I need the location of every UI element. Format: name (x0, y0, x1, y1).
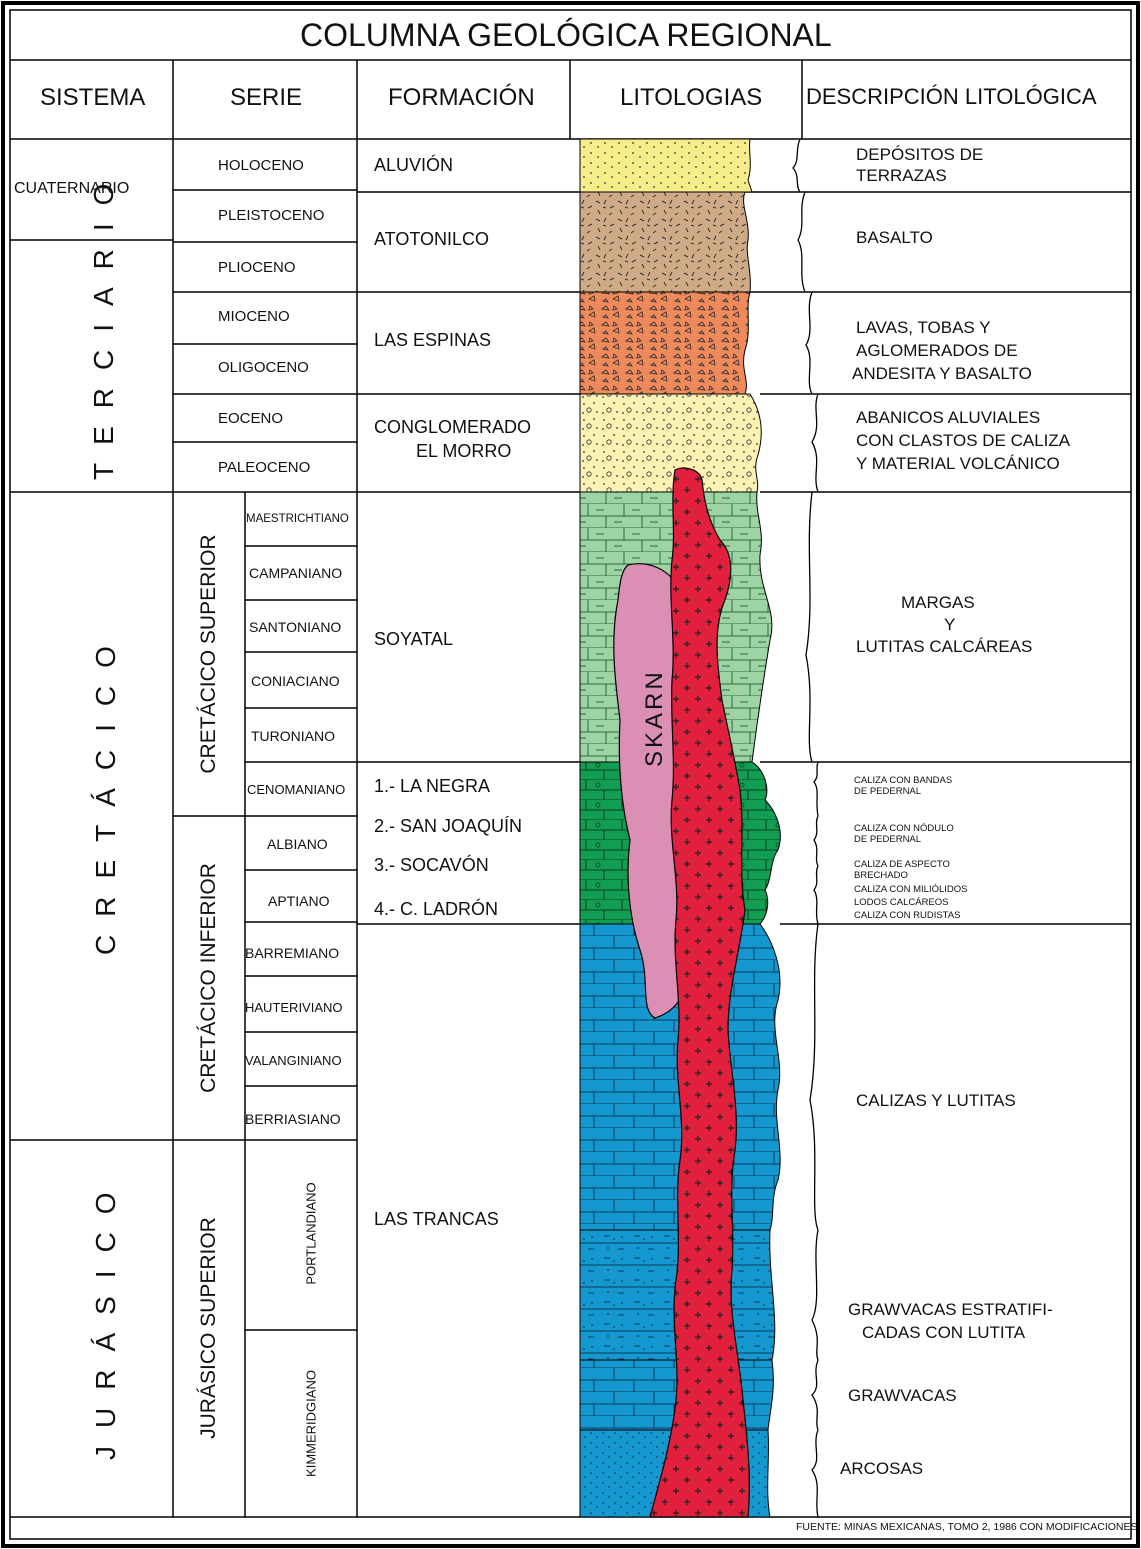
desc-lodos: LODOS CALCÁREOS (854, 897, 949, 908)
desc-lavas-3: ANDESITA Y BASALTO (852, 364, 1032, 384)
desc-depositos-2: TERRAZAS (856, 166, 947, 186)
desc-calizas-lutitas: CALIZAS Y LUTITAS (856, 1091, 1016, 1111)
header-serie: SERIE (230, 84, 302, 112)
stage-maestrichtiano: MAESTRICHTIANO (246, 513, 349, 525)
header-formacion: FORMACIÓN (388, 84, 535, 112)
series-holoceno: HOLOCENO (218, 157, 304, 174)
stage-santoniano: SANTONIANO (249, 619, 341, 635)
stage-barremiano: BARREMIANO (245, 945, 339, 961)
stage-berriasiano: BERRIASIANO (245, 1111, 341, 1127)
formation-san-joaquin: 2.- SAN JOAQUÍN (374, 816, 522, 837)
header-sistema: SISTEMA (40, 84, 145, 112)
desc-lavas-1: LAVAS, TOBAS Y (856, 318, 991, 338)
desc-rudistas: CALIZA CON RUDISTAS (854, 910, 960, 921)
series-pleistoceno: PLEISTOCENO (218, 207, 324, 224)
series-cretacico-superior: CRETÁCICO SUPERIOR (197, 534, 221, 774)
series-cretacico-inferior: CRETÁCICO INFERIOR (197, 858, 221, 1098)
stage-turoniano: TURONIANO (251, 728, 335, 744)
system-cretacico: CRETÁCICO (90, 675, 122, 955)
stage-kimmeridgiano: KIMMERIDGIANO (304, 1359, 319, 1489)
desc-miliolidos: CALIZA CON MILIÓLIDOS (854, 884, 968, 895)
header-litologias: LITOLOGIAS (620, 84, 762, 112)
formation-c-ladron: 4.- C. LADRÓN (374, 899, 498, 920)
lithology-column (580, 139, 780, 1517)
desc-abanicos-3: Y MATERIAL VOLCÁNICO (856, 454, 1060, 474)
stage-hauteriviano: HAUTERIVIANO (245, 1000, 343, 1015)
desc-abanicos-1: ABANICOS ALUVIALES (856, 408, 1040, 428)
series-mioceno: MIOCENO (218, 308, 290, 325)
desc-bandas-2: DE PEDERNAL (854, 786, 921, 797)
layer-conglomerado (580, 394, 761, 492)
desc-brechado-1: CALIZA DE ASPECTO (854, 859, 950, 870)
series-plioceno: PLIOCENO (218, 259, 296, 276)
page-title: COLUMNA GEOLÓGICA REGIONAL (300, 17, 832, 54)
formation-las-espinas: LAS ESPINAS (374, 330, 491, 351)
formation-socavon: 3.- SOCAVÓN (374, 855, 489, 876)
stage-albiano: ALBIANO (267, 836, 328, 852)
grid-lines (10, 60, 1131, 1517)
desc-abanicos-2: CON CLASTOS DE CALIZA (856, 431, 1070, 451)
formation-aluvion: ALUVIÓN (374, 155, 453, 176)
desc-margas-3: LUTITAS CALCÁREAS (856, 637, 1032, 657)
layer-aluvion (580, 139, 752, 192)
series-eoceno: EOCENO (218, 410, 283, 427)
formation-atotonilco: ATOTONILCO (374, 229, 489, 250)
desc-bandas-1: CALIZA CON BANDAS (854, 775, 952, 786)
desc-arcosas: ARCOSAS (840, 1459, 923, 1479)
formation-las-trancas: LAS TRANCAS (374, 1209, 499, 1230)
desc-nodulo-2: DE PEDERNAL (854, 834, 921, 845)
stage-coniaciano: CONIACIANO (251, 673, 340, 689)
formation-soyatal: SOYATAL (374, 629, 453, 650)
stage-valanginiano: VALANGINIANO (245, 1053, 342, 1068)
source-note: FUENTE: MINAS MEXICANAS, TOMO 2, 1986 CO… (796, 1521, 1138, 1533)
desc-grawvacas-est-1: GRAWVACAS ESTRATIFI- (848, 1300, 1053, 1320)
stage-cenomaniano: CENOMANIANO (247, 782, 345, 797)
desc-margas-1: MARGAS (901, 593, 975, 613)
stage-campaniano: CAMPANIANO (249, 565, 342, 581)
desc-nodulo-1: CALIZA CON NÓDULO (854, 823, 954, 834)
desc-grawvacas: GRAWVACAS (848, 1386, 957, 1406)
system-terciario: TERCIARIO (88, 250, 120, 480)
desc-depositos-1: DEPÓSITOS DE (856, 145, 983, 165)
description-braces (793, 139, 818, 1517)
desc-margas-2: Y (944, 615, 955, 635)
header-descripcion: DESCRIPCIÓN LITOLÓGICA (806, 84, 1097, 110)
skarn-label: SKARN (641, 687, 669, 767)
system-jurasico: JURÁSICO (90, 1200, 122, 1460)
desc-lavas-2: AGLOMERADOS DE (856, 341, 1018, 361)
desc-grawvacas-est-2: CADAS CON LUTITA (862, 1323, 1025, 1343)
desc-brechado-2: BRECHADO (854, 870, 908, 881)
stage-aptiano: APTIANO (268, 893, 329, 909)
desc-basalto: BASALTO (856, 228, 933, 248)
stage-portlandiano: PORTLANDIANO (304, 1174, 319, 1294)
series-oligoceno: OLIGOCENO (218, 359, 309, 376)
series-jurasico-superior: JURÁSICO SUPERIOR (197, 1203, 221, 1453)
series-paleoceno: PALEOCENO (218, 459, 310, 476)
layer-basalto (580, 192, 750, 292)
formation-conglomerado-1: CONGLOMERADO (374, 417, 531, 438)
layer-andesita (580, 292, 750, 394)
formation-la-negra: 1.- LA NEGRA (374, 776, 490, 797)
formation-conglomerado-2: EL MORRO (416, 441, 511, 462)
